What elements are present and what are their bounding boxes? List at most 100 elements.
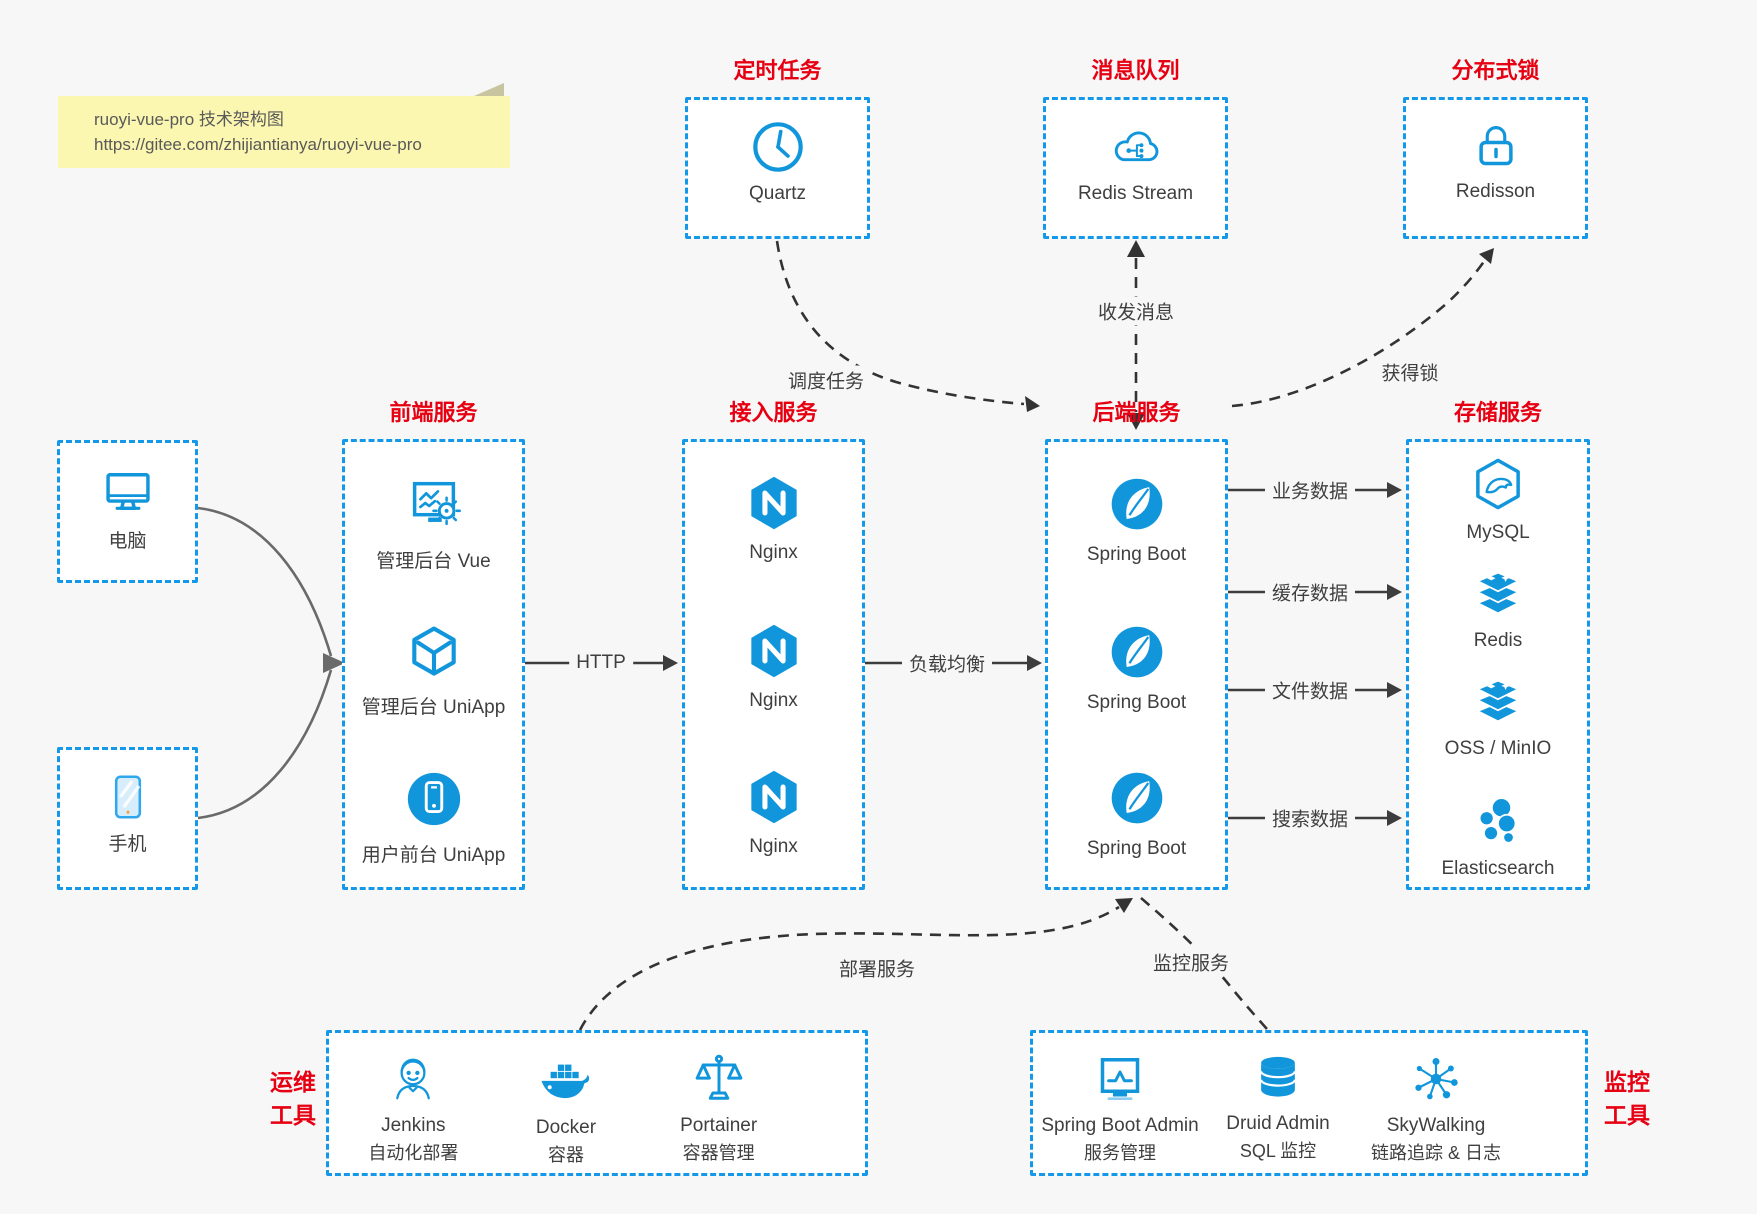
edge-label-deploy: 部署服务 xyxy=(831,953,923,983)
spring-boot-admin-icon xyxy=(1092,1051,1148,1107)
edge-label-http: HTTP xyxy=(569,651,633,675)
item-label: Docker xyxy=(535,1117,597,1138)
list-item: 管理后台 Vue xyxy=(345,474,522,573)
note-title: ruoyi-vue-pro 技术架构图 xyxy=(94,110,284,129)
mysql-icon xyxy=(1470,456,1526,512)
title-line: 监控 xyxy=(1604,1069,1650,1095)
item-sublabel: 服务管理 xyxy=(1084,1143,1156,1163)
arrowheads xyxy=(663,482,1402,826)
item-label: OSS / MinIO xyxy=(1444,738,1552,759)
item-label: Jenkins xyxy=(381,1115,446,1136)
item-label: 用户前台 UniApp xyxy=(361,845,506,866)
item-label: Redis Stream xyxy=(1077,183,1194,204)
cloud-stream-icon xyxy=(1107,118,1165,176)
skywalking-icon xyxy=(1408,1051,1464,1107)
elasticsearch-icon xyxy=(1470,792,1526,848)
edge-label-schedule-task: 调度任务 xyxy=(780,365,872,395)
frontend-box: 管理后台 Vue 管理后台 UniApp 用户前台 UniApp xyxy=(342,439,525,890)
ops-tools-title: 运维 工具 xyxy=(232,1066,316,1133)
list-item: OSS / MinIO xyxy=(1409,674,1587,760)
item-label: Nginx xyxy=(749,542,798,563)
gateway-box: Nginx Nginx Nginx xyxy=(682,439,865,890)
desktop-client-box: 电脑 xyxy=(57,440,198,583)
spring-boot-icon xyxy=(1107,768,1167,828)
edge-deploy xyxy=(578,905,1120,1031)
title-line: 工具 xyxy=(1604,1102,1650,1129)
edge-monitor xyxy=(1140,897,1268,1030)
monitor-tools-box: Spring Boot Admin 服务管理 Druid Admin SQL 监… xyxy=(1030,1030,1588,1176)
item-label: Spring Boot xyxy=(1086,544,1187,565)
item-label: Nginx xyxy=(749,690,798,711)
list-item: SkyWalking 链路追踪 & 日志 xyxy=(1357,1051,1515,1165)
item-label: MySQL xyxy=(1466,522,1530,543)
edge-acquire-lock xyxy=(1231,253,1491,408)
edge-label-monitor: 监控服务 xyxy=(1145,947,1237,977)
storage-box: MySQL Redis xyxy=(1406,439,1590,890)
list-item: Spring Boot Admin 服务管理 xyxy=(1041,1051,1199,1165)
item-sublabel: 容器管理 xyxy=(682,1143,755,1163)
portainer-icon xyxy=(691,1051,747,1107)
item-label: Redis xyxy=(1473,630,1523,651)
title-line: 工具 xyxy=(270,1102,316,1129)
item-label: Spring Boot Admin xyxy=(1041,1115,1199,1136)
list-item: Jenkins 自动化部署 xyxy=(337,1051,490,1165)
title-line: 运维 xyxy=(270,1069,316,1095)
desktop-icon xyxy=(99,463,157,521)
nginx-icon xyxy=(745,474,803,532)
user-app-icon xyxy=(403,768,465,830)
group-title-lock: 分布式锁 xyxy=(1451,58,1540,83)
edge-label-file-data: 文件数据 xyxy=(1264,675,1356,705)
oss-icon xyxy=(1471,674,1525,728)
spring-boot-icon xyxy=(1107,622,1167,682)
clock-icon xyxy=(749,118,807,176)
list-item: Nginx xyxy=(685,768,862,858)
redis-icon xyxy=(1471,566,1525,620)
item-label: Spring Boot xyxy=(1086,838,1187,859)
item-label: 管理后台 Vue xyxy=(376,551,491,572)
edge-label-search-data: 搜索数据 xyxy=(1264,803,1356,833)
item-label: 管理后台 UniApp xyxy=(361,697,506,718)
item-label: Druid Admin xyxy=(1226,1113,1330,1134)
group-title-backend: 后端服务 xyxy=(1092,400,1181,425)
list-item: Elasticsearch xyxy=(1409,792,1587,880)
group-title-mq: 消息队列 xyxy=(1091,58,1180,83)
list-item: MySQL xyxy=(1409,456,1587,544)
edge-label-cache-data: 缓存数据 xyxy=(1264,577,1356,607)
sticky-note: ruoyi-vue-pro 技术架构图 https://gitee.com/zh… xyxy=(58,83,510,168)
group-title-frontend: 前端服务 xyxy=(389,400,478,425)
list-item: Docker 容器 xyxy=(490,1051,643,1167)
edge-label-message: 收发消息 xyxy=(1090,296,1182,326)
group-title-scheduler: 定时任务 xyxy=(733,58,822,83)
list-item: Druid Admin SQL 监控 xyxy=(1199,1051,1357,1163)
group-title-storage: 存储服务 xyxy=(1453,400,1542,425)
item-label: Portainer xyxy=(680,1115,758,1136)
item-label: SkyWalking xyxy=(1386,1115,1486,1136)
edge-label-business-data: 业务数据 xyxy=(1264,475,1356,505)
quartz-box: Quartz xyxy=(685,97,870,239)
phone-client-box: 手机 xyxy=(57,747,198,890)
redis-stream-box: Redis Stream xyxy=(1043,97,1228,239)
edge-label-load-balance: 负载均衡 xyxy=(901,648,993,678)
list-item: Spring Boot xyxy=(1048,768,1225,860)
nginx-icon xyxy=(745,622,803,680)
item-sublabel: SQL 监控 xyxy=(1239,1141,1317,1161)
list-item: Nginx xyxy=(685,474,862,564)
item-label: Quartz xyxy=(748,183,807,204)
monitor-tools-title: 监控 工具 xyxy=(1604,1066,1688,1133)
list-item: 用户前台 UniApp xyxy=(345,768,522,867)
list-item: Portainer 容器管理 xyxy=(642,1051,795,1165)
docker-icon xyxy=(537,1051,595,1109)
dashed-arrowheads xyxy=(1025,240,1494,913)
admin-vue-icon xyxy=(403,474,465,536)
list-item: 管理后台 UniApp xyxy=(345,622,522,719)
item-label: 电脑 xyxy=(108,531,147,552)
backend-box: Spring Boot Spring Boot Spring Boot xyxy=(1045,439,1228,890)
item-label: Redisson xyxy=(1455,181,1536,202)
lock-icon xyxy=(1468,118,1524,174)
edge-phone-frontend xyxy=(197,669,333,820)
note-url: https://gitee.com/zhijiantianya/ruoyi-vu… xyxy=(94,135,422,154)
item-sublabel: 容器 xyxy=(547,1145,584,1165)
uniapp-cube-icon xyxy=(404,622,464,682)
list-item: Nginx xyxy=(685,622,862,712)
